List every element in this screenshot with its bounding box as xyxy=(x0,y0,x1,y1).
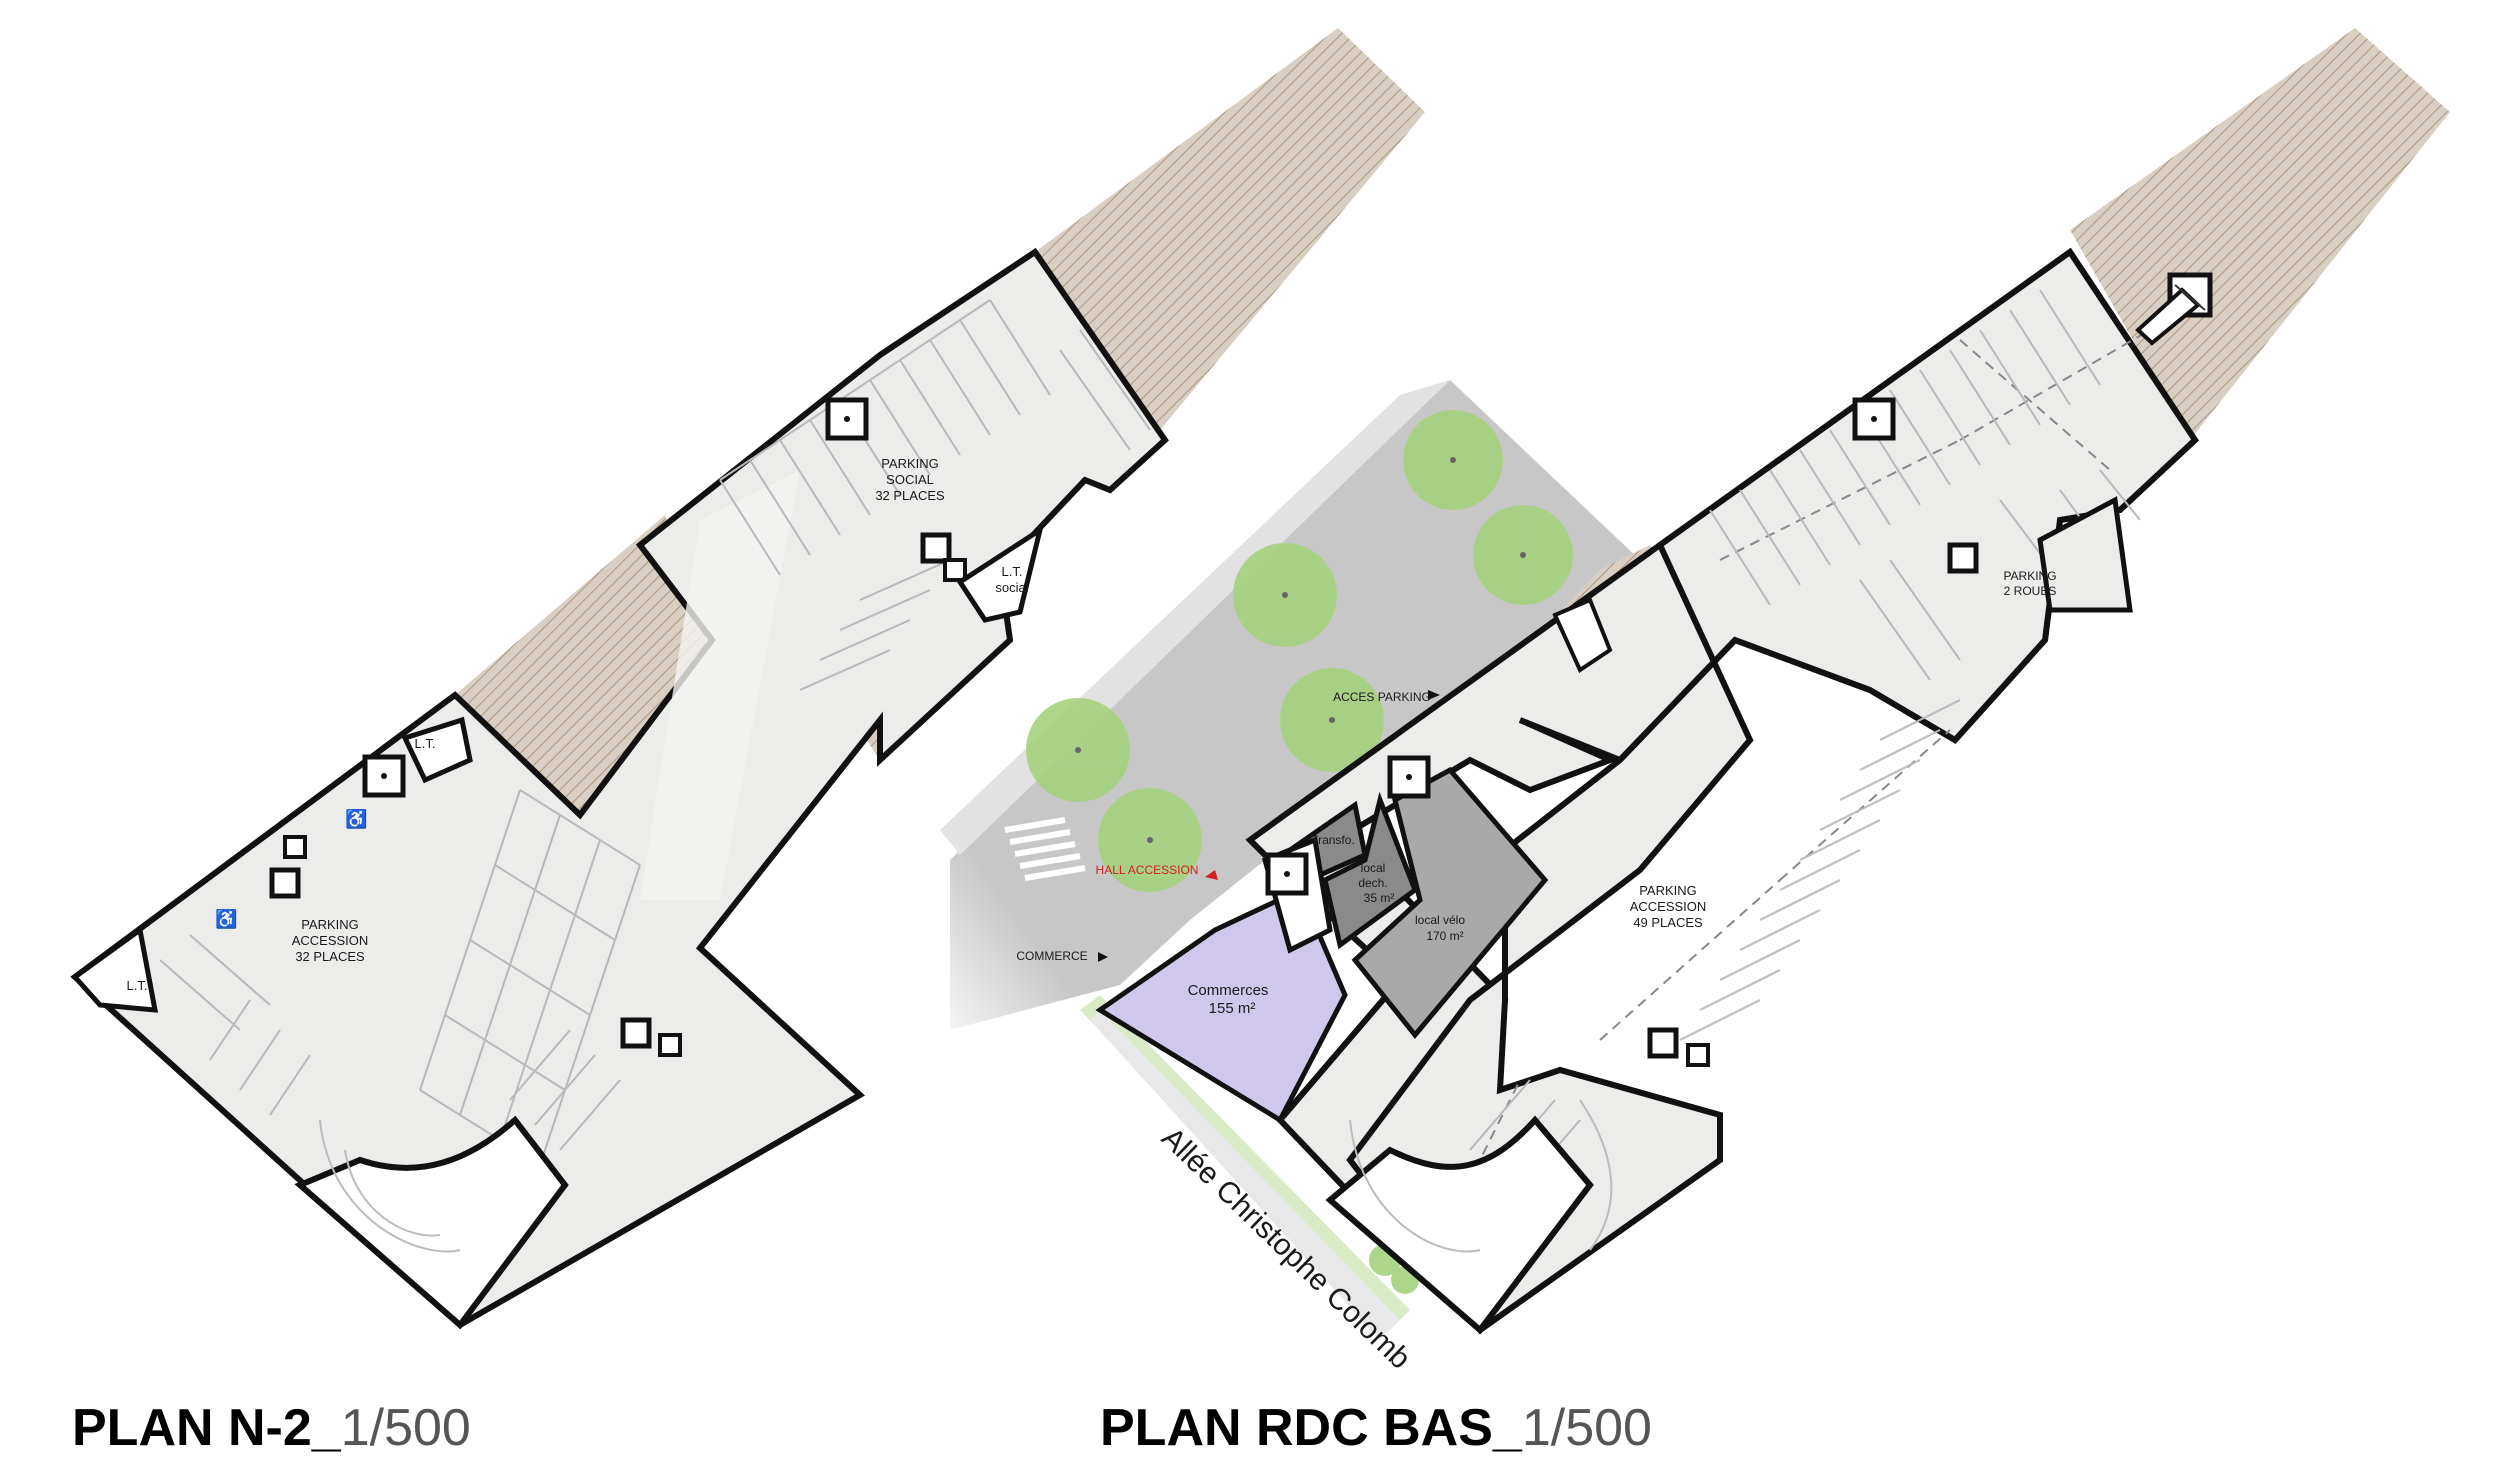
label-parking-social-3: 32 PLACES xyxy=(875,488,945,503)
label-lt-social-1: L.T. xyxy=(1002,564,1023,579)
local-velo-room xyxy=(1351,766,1549,1039)
label-local-dech-1: local xyxy=(1361,861,1386,875)
elevator-core-lower xyxy=(1647,1027,1710,1067)
label-local-velo-1: local vélo xyxy=(1415,913,1465,927)
label-parking-accession-1: PARKING xyxy=(1639,883,1697,898)
local-dech-room xyxy=(1322,791,1419,950)
road-fade xyxy=(940,700,1200,1060)
tree-trunks xyxy=(1075,457,1526,843)
plan-rdc-scale: 1/500 xyxy=(1521,1399,1652,1457)
label-parking-accession-2: ACCESSION xyxy=(1630,899,1707,914)
label-local-dech-2: dech. xyxy=(1358,876,1387,890)
stair-core-accession xyxy=(362,754,406,798)
label-parking-accession-1: PARKING xyxy=(301,917,359,932)
stair-core-mid xyxy=(1852,397,1896,441)
curved-ramp-wall xyxy=(294,1115,569,1330)
plan-n2-title: PLAN N-2_1/500 xyxy=(72,1398,471,1458)
plan-n2: ♿ ♿ PARKING SOCIAL 32 PLACES L.T. social… xyxy=(70,28,1425,1330)
plan-rdc-title: PLAN RDC BAS_1/500 xyxy=(1100,1398,1652,1458)
plan-n2-scale: 1/500 xyxy=(340,1399,471,1457)
lt-left-room xyxy=(71,925,159,1013)
label-lt-left: L.T. xyxy=(127,978,148,993)
label-parking-2roues-1: PARKING xyxy=(2003,569,2056,583)
label-local-dech-3: 35 m² xyxy=(1364,891,1395,905)
curved-ramp-wall xyxy=(1325,1115,1594,1335)
label-parking-social-1: PARKING xyxy=(881,456,939,471)
label-parking-social-2: SOCIAL xyxy=(886,472,934,487)
elevator-core-left xyxy=(269,835,307,899)
parking-stalls-lower xyxy=(159,789,641,1166)
label-parking-2roues-2: 2 ROUES xyxy=(2004,584,2057,598)
plan-n2-title-main: PLAN N-2_ xyxy=(72,1399,341,1457)
accessible-icon: ♿ xyxy=(215,908,237,929)
stair-core-hall xyxy=(1265,852,1309,896)
plan-rdc-title-main: PLAN RDC BAS_ xyxy=(1100,1399,1522,1457)
lt-top-room xyxy=(401,716,473,784)
accessible-icon: ♿ xyxy=(345,808,367,829)
label-commerce: COMMERCE xyxy=(1016,949,1087,963)
label-parking-accession-2: ACCESSION xyxy=(292,933,369,948)
stair-core-entry xyxy=(1387,755,1431,799)
circulation-ramp xyxy=(640,470,800,900)
elevator-core-lower xyxy=(620,1017,682,1057)
arrow-hall-accession xyxy=(1205,870,1218,880)
parking-2roues-room xyxy=(2037,496,2133,613)
hatched-terrain-upper xyxy=(2070,28,2450,440)
street-edge xyxy=(1090,1010,1400,1340)
elevator-core-2roues xyxy=(1947,542,1979,574)
label-acces-parking: ACCES PARKING xyxy=(1333,690,1431,704)
label-transfo: Transfo. xyxy=(1311,833,1355,847)
arrow-acces-parking xyxy=(1428,690,1440,700)
label-commerces-1: Commerces xyxy=(1188,982,1269,999)
label-commerces-2: 155 m² xyxy=(1209,1000,1256,1017)
elevator-core-social xyxy=(920,532,967,582)
arrow-commerce xyxy=(1098,952,1108,962)
lt-social-room xyxy=(956,524,1044,623)
stair-core-top xyxy=(2135,272,2213,346)
parking-entrance xyxy=(1552,597,1613,673)
plan-rdc-bas: ACCES PARKING HALL ACCESSION COMMERCE Tr… xyxy=(940,28,2450,1376)
label-local-velo-2: 170 m² xyxy=(1426,929,1463,943)
label-parking-accession-3: 49 PLACES xyxy=(1633,915,1703,930)
label-lt-top: L.T. xyxy=(415,736,436,751)
label-hall-accession: HALL ACCESSION xyxy=(1096,863,1199,877)
hatched-terrain-middle xyxy=(455,515,712,815)
label-lt-social-2: social xyxy=(995,580,1028,595)
label-parking-accession-3: 32 PLACES xyxy=(295,949,365,964)
crosswalk xyxy=(1004,817,1086,881)
stair-core-social xyxy=(825,397,869,441)
hatched-terrain-upper xyxy=(1035,28,1425,490)
